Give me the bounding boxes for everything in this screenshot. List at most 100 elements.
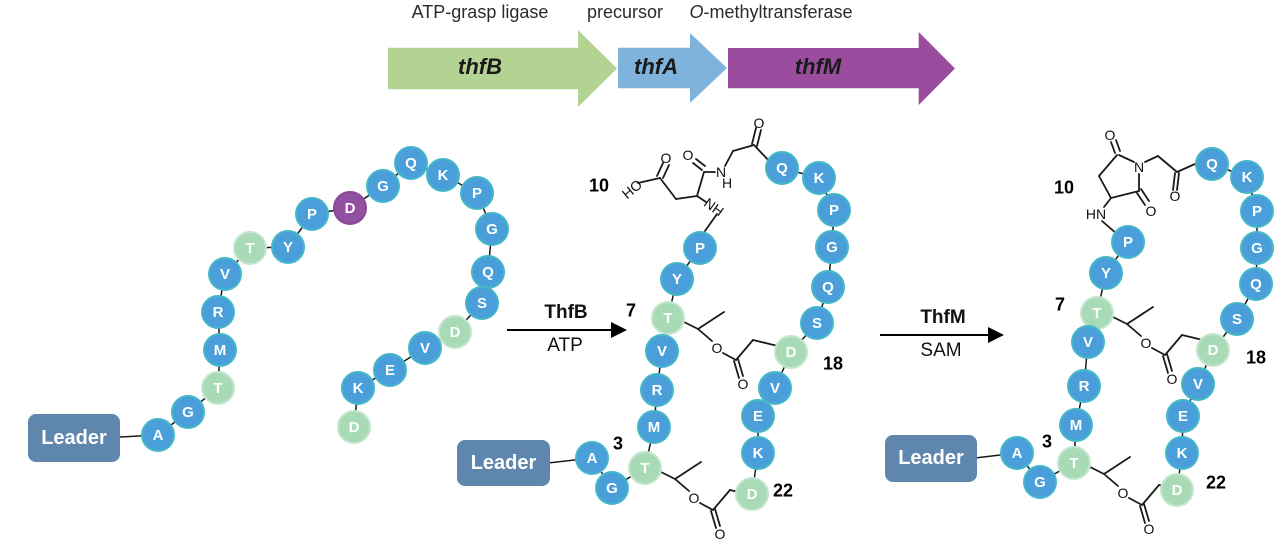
atom-label-n: N: [716, 164, 726, 180]
residue-circle: G: [475, 212, 509, 246]
atom-label-o: O: [738, 376, 749, 392]
residue-circle: K: [426, 158, 460, 192]
atom-label-h: H: [722, 175, 732, 191]
residue-circle: V: [408, 331, 442, 365]
residue-circle: T: [628, 451, 662, 485]
reaction2-arrow-head-icon: [988, 327, 1004, 343]
residue-circle: K: [341, 371, 375, 405]
gene-function-label-thfA: precursor: [586, 2, 664, 22]
residue-number-label: 22: [1205, 472, 1227, 493]
ester-linkage-structure: OO: [660, 461, 756, 539]
atom-label-o: O: [689, 490, 700, 506]
residue-circle: Q: [811, 270, 845, 304]
residue-circle: Q: [394, 146, 428, 180]
residue-circle: D: [337, 410, 371, 444]
residue-circle: Y: [660, 262, 694, 296]
residue-circle: D: [333, 191, 367, 225]
atom-label-n: N: [1134, 159, 1144, 175]
atom-label-o: O: [715, 526, 726, 539]
residue-circle: A: [141, 418, 175, 452]
backbone-line: [974, 241, 1129, 483]
residue-number-label: 22: [772, 480, 794, 501]
residue-circle: M: [203, 333, 237, 367]
residue-circle: Q: [1195, 147, 1229, 181]
ester-linkage-structure: OO: [1089, 456, 1185, 537]
residue-number-label: 3: [612, 433, 624, 454]
residue-circle: T: [651, 301, 685, 335]
residue-number-label: 18: [822, 353, 844, 374]
gene-function-label-thfB: ATP-grasp ligase: [411, 2, 549, 22]
residue-circle: M: [1059, 408, 1093, 442]
reaction1-cofactor-label: ATP: [547, 335, 583, 356]
reaction2-arrow-line: [880, 334, 990, 336]
atom-label-o: O: [1141, 335, 1152, 351]
residue-number-label: 7: [1054, 294, 1066, 315]
residue-circle: T: [1080, 296, 1114, 330]
residue-circle: A: [575, 441, 609, 475]
residue-circle: S: [1220, 302, 1254, 336]
residue-circle: Q: [765, 151, 799, 185]
residue-circle: D: [1160, 473, 1194, 507]
gene-name-thfB: thfB: [458, 54, 502, 79]
residue-circle: V: [758, 371, 792, 405]
residue-circle: P: [460, 176, 494, 210]
residue-circle: D: [1196, 333, 1230, 367]
ester-linkage-structure: OO: [683, 311, 779, 392]
residue-circle: E: [741, 399, 775, 433]
residue-circle: K: [1230, 160, 1264, 194]
residue-circle: G: [366, 169, 400, 203]
atom-label-o: O: [1118, 485, 1129, 501]
residue-number-label: 10: [1053, 177, 1075, 198]
leader-box-middle: Leader: [457, 440, 550, 486]
leader-box-right: Leader: [885, 435, 977, 482]
residue-circle: Q: [471, 255, 505, 289]
atom-label-hn: HN: [1086, 206, 1106, 222]
residue-circle: G: [815, 230, 849, 264]
atom-label-o: O: [1170, 188, 1181, 204]
residue-circle: T: [1057, 446, 1091, 480]
residue-circle: D: [735, 477, 769, 511]
residue-circle: T: [201, 371, 235, 405]
residue-circle: P: [295, 197, 329, 231]
residue-circle: P: [683, 231, 717, 265]
residue-circle: K: [1165, 436, 1199, 470]
residue-circle: R: [1067, 369, 1101, 403]
reaction2-cofactor-label: SAM: [920, 340, 962, 361]
gene-name-thfM: thfM: [794, 54, 842, 79]
aspartimide-ring-structure: O N O O HN: [1086, 127, 1196, 235]
atom-label-o: O: [1167, 371, 1178, 387]
residue-number-label: 18: [1245, 347, 1267, 368]
residue-circle: D: [438, 315, 472, 349]
atom-label-o: O: [1146, 203, 1157, 219]
residue-number-label: 3: [1041, 431, 1053, 452]
gene-function-label-thfM-rest: -methyltransferase: [703, 2, 853, 22]
residue-circle: Y: [1089, 256, 1123, 290]
residue-circle: P: [1111, 225, 1145, 259]
atom-label-o: O: [712, 340, 723, 356]
gene-name-thfA: thfA: [634, 54, 678, 79]
reaction1-arrow-head-icon: [611, 322, 627, 338]
residue-circle: V: [1181, 367, 1215, 401]
atom-label-o: O: [661, 150, 672, 166]
residue-circle: A: [1000, 436, 1034, 470]
atom-label-o: O: [1144, 521, 1155, 537]
residue-circle: V: [208, 257, 242, 291]
residue-circle: K: [741, 436, 775, 470]
reaction1-enzyme-label: ThfB: [544, 302, 588, 323]
leader-box-left: Leader: [28, 414, 120, 462]
residue-circle: Q: [1239, 267, 1273, 301]
atom-label-o: O: [1105, 127, 1116, 143]
residue-circle: T: [233, 231, 267, 265]
residue-circle: E: [1166, 399, 1200, 433]
residue-circle: D: [774, 335, 808, 369]
residue-circle: E: [373, 353, 407, 387]
residue-circle: M: [637, 410, 671, 444]
residue-circle: P: [1240, 194, 1274, 228]
residue-circle: S: [800, 306, 834, 340]
reaction1-arrow-line: [507, 329, 613, 331]
residue-circle: G: [595, 471, 629, 505]
residue-circle: Y: [271, 230, 305, 264]
